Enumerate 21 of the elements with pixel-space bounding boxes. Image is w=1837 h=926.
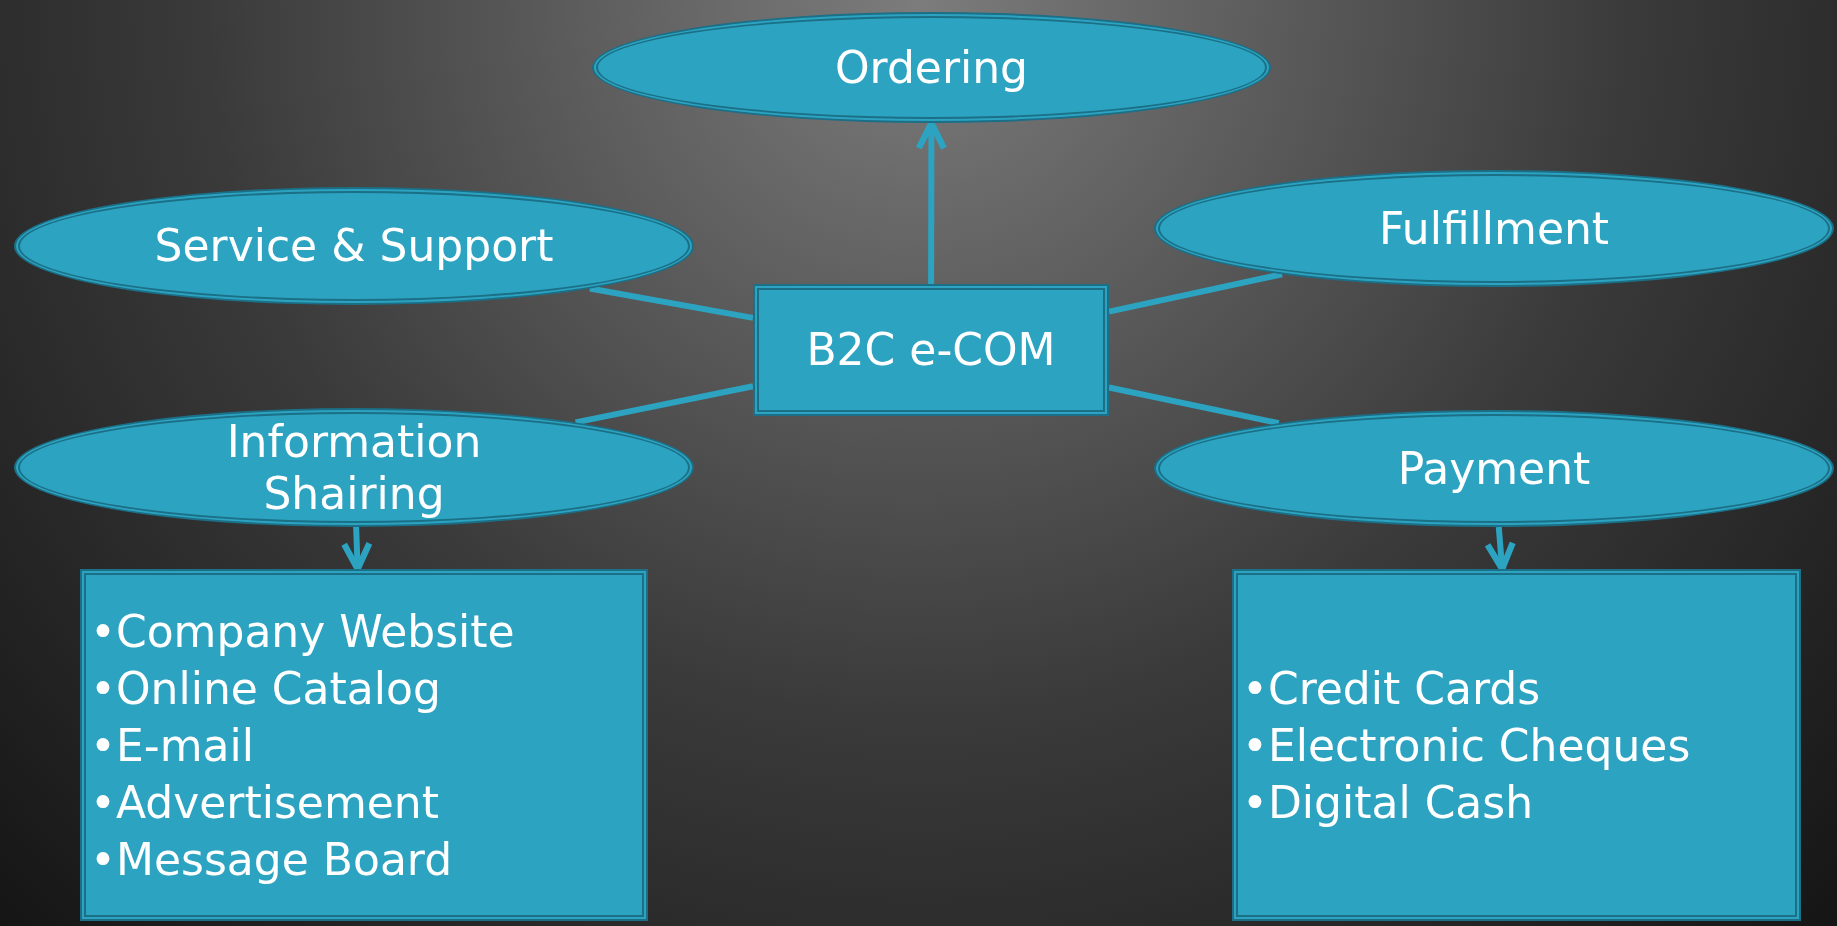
list-item: •Digital Cash: [1242, 775, 1534, 830]
connector-line: [575, 383, 754, 426]
node-label: Payment: [1397, 442, 1591, 495]
process-box: [753, 284, 1109, 416]
list-item: •Credit Cards: [1242, 661, 1541, 716]
connector-line: [589, 285, 754, 321]
connector-line: [1108, 384, 1280, 427]
list-item: •Advertisement: [90, 775, 439, 830]
list-item: •Company Website: [90, 604, 515, 659]
list-item: •Message Board: [90, 832, 453, 887]
node-label: Service & Support: [154, 220, 554, 272]
list-item: •Electronic Cheques: [1242, 718, 1691, 773]
list-item: •E-mail: [90, 718, 254, 773]
list-box: [1232, 569, 1801, 921]
node-label: B2C e-COM: [806, 324, 1056, 376]
node-label: Fulfillment: [1378, 202, 1610, 255]
list-box: [80, 569, 648, 921]
node-label: Information Shairing: [225, 415, 483, 520]
list-item: •Online Catalog: [90, 661, 441, 716]
node-label: Ordering: [834, 41, 1029, 94]
connector-line: [1108, 271, 1283, 315]
